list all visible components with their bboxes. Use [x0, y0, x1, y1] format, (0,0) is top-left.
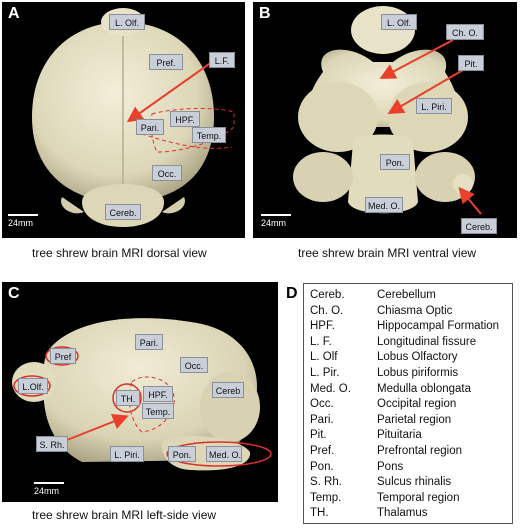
panel-a-dorsal-view: A L. Olf. Pref. L.F. HPF. Pari. Temp. Oc…: [2, 2, 245, 238]
label-cereb: Cereb.: [105, 204, 141, 220]
legend-abbreviation: TH.: [310, 507, 329, 520]
legend-full-name: Thalamus: [377, 507, 428, 520]
legend-full-name: Prefrontal region: [377, 445, 463, 457]
legend-abbreviation: Occ.: [310, 398, 334, 411]
brain-dorsal-image: [32, 8, 235, 227]
label-pit: Pit.: [458, 55, 484, 71]
legend-abbreviation: L. F.: [310, 335, 332, 348]
legend-abbreviation: Temp.: [310, 491, 342, 504]
legend-abbreviation: Pari.: [310, 413, 334, 426]
scale-label: 24mm: [8, 218, 34, 228]
scale-bar: [8, 214, 38, 216]
legend-full-name: Chiasma Optic: [377, 304, 453, 317]
legend-full-name: Occipital region: [377, 398, 457, 411]
label-l-piri: L. Piri.: [416, 98, 452, 114]
label-occ: Occ.: [180, 357, 208, 373]
legend-full-name: Parietal region: [377, 413, 452, 426]
legend-abbreviation: Cereb.: [310, 289, 345, 301]
scale-label: 24mm: [34, 486, 60, 496]
legend-full-name: Pituitaria: [377, 429, 422, 442]
legend-abbreviation: Med. O.: [310, 382, 351, 395]
legend-full-name: Hippocampal Formation: [377, 320, 500, 333]
panel-c-left-side-view: C Pari. Pref Occ. L.Olf. TH. HPF. Temp. …: [2, 282, 278, 502]
label-s-rh: S. Rh.: [36, 436, 68, 452]
panel-b-ventral-view: B L. Olf. Ch. O. Pit. L. Piri. Pon. Med.…: [253, 2, 517, 238]
caption-ventral: tree shrew brain MRI ventral view: [298, 246, 477, 260]
label-l-f: L.F.: [209, 52, 235, 68]
legend-abbreviation: S. Rh.: [310, 476, 342, 489]
label-temp: Temp.: [142, 403, 174, 419]
scale-label: 24mm: [261, 218, 287, 228]
label-med-o: Med. O.: [365, 197, 403, 213]
legend-abbreviation: Pon.: [310, 460, 334, 473]
label-pon: Pon.: [168, 446, 196, 462]
label-occ: Occ.: [152, 165, 182, 181]
legend-full-name: Medulla oblongata: [377, 382, 471, 395]
legend-abbreviation: Ch. O.: [310, 304, 344, 317]
label-th: TH.: [116, 390, 140, 406]
legend-abbreviation: Pref.: [310, 445, 335, 457]
legend-abbreviation: HPF.: [310, 320, 335, 333]
caption-dorsal: tree shrew brain MRI dorsal view: [32, 246, 207, 260]
label-cereb: Cereb.: [461, 218, 497, 234]
label-l-olf: L. Olf.: [381, 14, 417, 30]
caption-left-side: tree shrew brain MRI left-side view: [32, 508, 217, 522]
label-l-olf: L.Olf.: [18, 378, 48, 394]
scale-bar: [261, 214, 291, 216]
label-hpf: HPF.: [170, 111, 200, 127]
label-l-piri: L. Piri.: [110, 446, 144, 462]
legend-full-name: Cerebellum: [377, 289, 436, 301]
legend-full-name: Temporal region: [377, 491, 460, 504]
panel-letter: C: [8, 285, 20, 302]
legend-abbreviation: L. Olf: [310, 351, 338, 364]
label-hpf: HPF.: [143, 386, 173, 402]
label-l-olf: L. Olf.: [109, 14, 145, 30]
panel-letter: D: [286, 285, 298, 302]
legend-abbreviation: L. Pir.: [310, 367, 340, 379]
label-pon: Pon.: [380, 154, 410, 170]
legend-full-name: Lobus piriformis: [377, 367, 459, 379]
label-cereb: Cereb: [212, 382, 244, 398]
legend-full-name: Longitudinal fissure: [377, 335, 477, 348]
label-pari: Pari.: [136, 119, 164, 135]
legend-full-name: Sulcus rhinalis: [377, 476, 452, 489]
legend-full-name: Lobus Olfactory: [377, 351, 458, 364]
label-pref: Pref.: [149, 54, 183, 70]
legend-full-name: Pons: [377, 460, 404, 473]
panel-letter: B: [259, 5, 271, 22]
label-med-o: Med. O.: [206, 446, 242, 462]
label-ch-o: Ch. O.: [446, 24, 484, 40]
scale-bar: [34, 482, 64, 484]
label-pari: Pari.: [135, 334, 163, 350]
label-pref: Pref: [50, 348, 76, 364]
label-temp: Temp.: [192, 127, 226, 143]
panel-letter: A: [8, 5, 20, 22]
legend-abbreviation: Pit.: [310, 429, 327, 442]
